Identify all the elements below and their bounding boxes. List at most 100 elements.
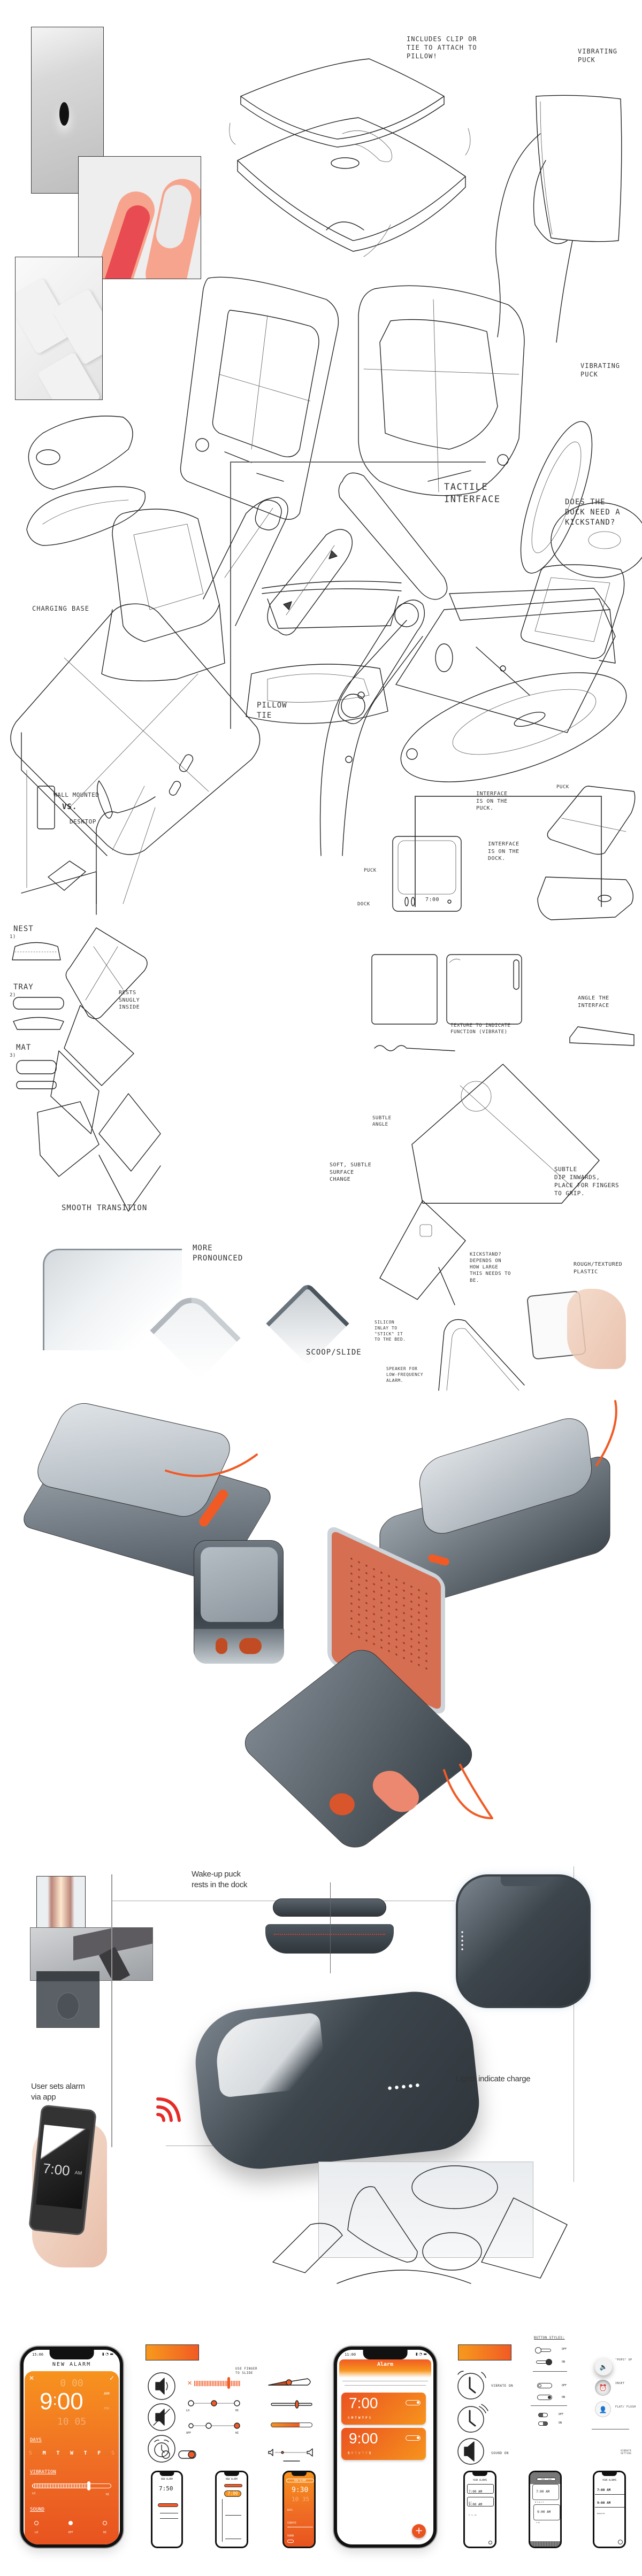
interface-placement-frame	[415, 796, 602, 907]
phone-notch-2	[363, 2350, 408, 2359]
variant-mat-index: 3)	[10, 1053, 16, 1058]
variant-tray-label: Tray	[13, 983, 34, 991]
vibration-slider-thumb[interactable]	[87, 2481, 91, 2490]
note-vibrate-setting: Vibrate setting	[621, 2449, 632, 2455]
sketch-puck-with-interface	[547, 786, 636, 855]
time-picker[interactable]: 9:00	[40, 2388, 104, 2415]
sketch-dock-bottom	[537, 876, 633, 920]
new-alarm-sheet: ✕ ✓ 0 00 9:00 AM PM 10 05 DAYS S M T W T…	[25, 2371, 119, 2544]
sound-label: SOUND	[30, 2507, 45, 2512]
sketch-oval-puck	[400, 672, 627, 782]
striped-volume-slider[interactable]	[194, 2381, 240, 2386]
gradient-fill-slider[interactable]	[271, 2423, 312, 2427]
button-flat-flush[interactable]: 👤	[595, 2401, 611, 2417]
three-step-slider-off-hi[interactable]	[187, 2421, 241, 2430]
caption-wake-up-puck: Wake-up puck rests in the dock	[192, 1870, 248, 1889]
charge-indicator-lights	[386, 2082, 422, 2091]
pm-label[interactable]: PM	[104, 2406, 110, 2411]
wireframe-b3: YOUR ALARMS 7:00 AMWork days 9:00 AMWeek…	[593, 2471, 626, 2548]
add-alarm-fab[interactable]: +	[412, 2524, 426, 2538]
day-sun[interactable]: S	[29, 2450, 33, 2456]
days-label: DAYS	[30, 2437, 42, 2443]
alarm-1-toggle[interactable]	[406, 2400, 421, 2405]
sketch-hand-holding-puck	[495, 95, 622, 343]
slider-x-icon[interactable]: ✕	[187, 2380, 193, 2387]
days-row: S M T W T F S	[29, 2450, 114, 2456]
alarm-list-title: Alarm	[377, 2362, 394, 2367]
render-hand	[567, 1289, 626, 1369]
note-angle-interface: Angle the interface	[578, 995, 609, 1009]
note-soft-surface: Soft, subtle surface change	[330, 1162, 372, 1182]
day-tue[interactable]: T	[56, 2450, 60, 2456]
wireframe-b3-card-1[interactable]: 7:00 AMWork days	[595, 2483, 624, 2502]
wireframe-a3-days-label: DAYS	[287, 2509, 293, 2511]
time-hour: 9	[40, 2388, 53, 2414]
vibration-slider[interactable]	[32, 2481, 111, 2490]
time-separator: :	[52, 2391, 57, 2409]
time-picker-below: 10 05	[57, 2416, 87, 2427]
sketch-rounded-base	[246, 664, 388, 724]
color-swatch-gradient-a	[146, 2344, 199, 2360]
slider-hi-label-1: HI	[235, 2409, 239, 2412]
toggle-style-keyhole-on[interactable]	[536, 2359, 552, 2365]
button-pops-up[interactable]: 🔈	[595, 2358, 612, 2375]
vibration-label: VIBRATION	[30, 2470, 56, 2475]
wireframe-a3-title: NEW ALARM	[286, 2479, 314, 2482]
note-subtle-dip: Subtle dip inwards, place for fingers to…	[554, 1166, 620, 1197]
note-rough-textured: Rough/textured plastic	[574, 1262, 623, 1275]
time-minute: 00	[57, 2388, 83, 2414]
toggle-style-keyhole-off[interactable]	[535, 2347, 551, 2354]
toggle-style-pill-on[interactable]	[537, 2395, 552, 2400]
note-vibrating-puck-2: Vibrating puck	[580, 362, 621, 379]
note-sound-on: Sound on	[491, 2451, 509, 2455]
day-sat[interactable]: S	[111, 2450, 114, 2456]
sound-option-off[interactable]: OFF	[68, 2521, 73, 2535]
sketch-silicon-inlay-dock	[438, 1319, 525, 1391]
sketch-vibrating-puck-disc	[520, 421, 642, 578]
wireframe-a2: NEW ALARM 7:00	[215, 2471, 248, 2548]
sketch-wave-texture	[374, 1045, 455, 1051]
toggle-label-2: ON	[562, 2360, 565, 2364]
sound-option-hi[interactable]: HI	[103, 2521, 107, 2535]
sketch-pill-long	[338, 472, 448, 600]
confirm-icon[interactable]: ✓	[109, 2374, 114, 2382]
caption-user-sets-alarm: User sets alarm via app	[31, 2082, 85, 2102]
speaker-range-slider[interactable]	[268, 2448, 316, 2464]
day-mon[interactable]: M	[42, 2450, 46, 2456]
sound-option-lo[interactable]: LO	[34, 2521, 39, 2535]
toggle-label-4: ON	[562, 2396, 565, 2399]
alarm-card-2[interactable]: 9:00 SMTWTFS	[341, 2428, 426, 2460]
day-thu[interactable]: T	[83, 2450, 87, 2456]
note-desktop: Desktop	[70, 818, 96, 825]
alarm-2-toggle[interactable]	[406, 2435, 421, 2441]
wireframe-a1-time: 7:50	[159, 2485, 173, 2492]
toggle-style-solid-off[interactable]	[538, 2413, 548, 2417]
toggle-style-solid-on[interactable]	[538, 2421, 548, 2426]
alarm-card-1[interactable]: 7:00 SMTWTFS	[341, 2393, 426, 2425]
toggle-style-pill-off[interactable]	[537, 2383, 552, 2388]
am-label[interactable]: AM	[104, 2392, 110, 2396]
day-wed[interactable]: W	[70, 2450, 73, 2456]
button-inset[interactable]: ⏰	[595, 2380, 611, 2396]
note-vs: VS.	[62, 803, 78, 811]
toggle-label-1: OFF	[562, 2348, 567, 2351]
day-fri[interactable]: F	[97, 2450, 101, 2456]
caption-lights-charge: Lights indicate charge	[456, 2074, 531, 2083]
close-icon[interactable]: ✕	[29, 2374, 35, 2382]
render-orange-cord-1	[165, 1454, 258, 1477]
wedge-volume-slider[interactable]	[268, 2377, 316, 2387]
alarm-vibrate-toggle[interactable]	[160, 2449, 198, 2460]
phone-alarm-list: 11:00 ▮ ◔ ▬ Alarm 7:00 SMTWTFS 9:00 SMTW…	[334, 2347, 437, 2548]
wireframe-a1-title: NEW ALARM	[161, 2478, 173, 2480]
variant-mat-label: Mat	[16, 1043, 32, 1052]
phone-new-alarm: 15:06 ▮ ◔ ▬ NEW ALARM ✕ ✓ 0 00 9:00 AM P…	[20, 2347, 123, 2548]
striped-slider-thumb[interactable]	[227, 2377, 230, 2389]
vertical-thumb-slider[interactable]	[270, 2400, 313, 2409]
three-step-slider-lo-hi[interactable]	[187, 2399, 241, 2408]
note-kickstand: Kickstand? depends on how large this nee…	[470, 1252, 511, 1283]
